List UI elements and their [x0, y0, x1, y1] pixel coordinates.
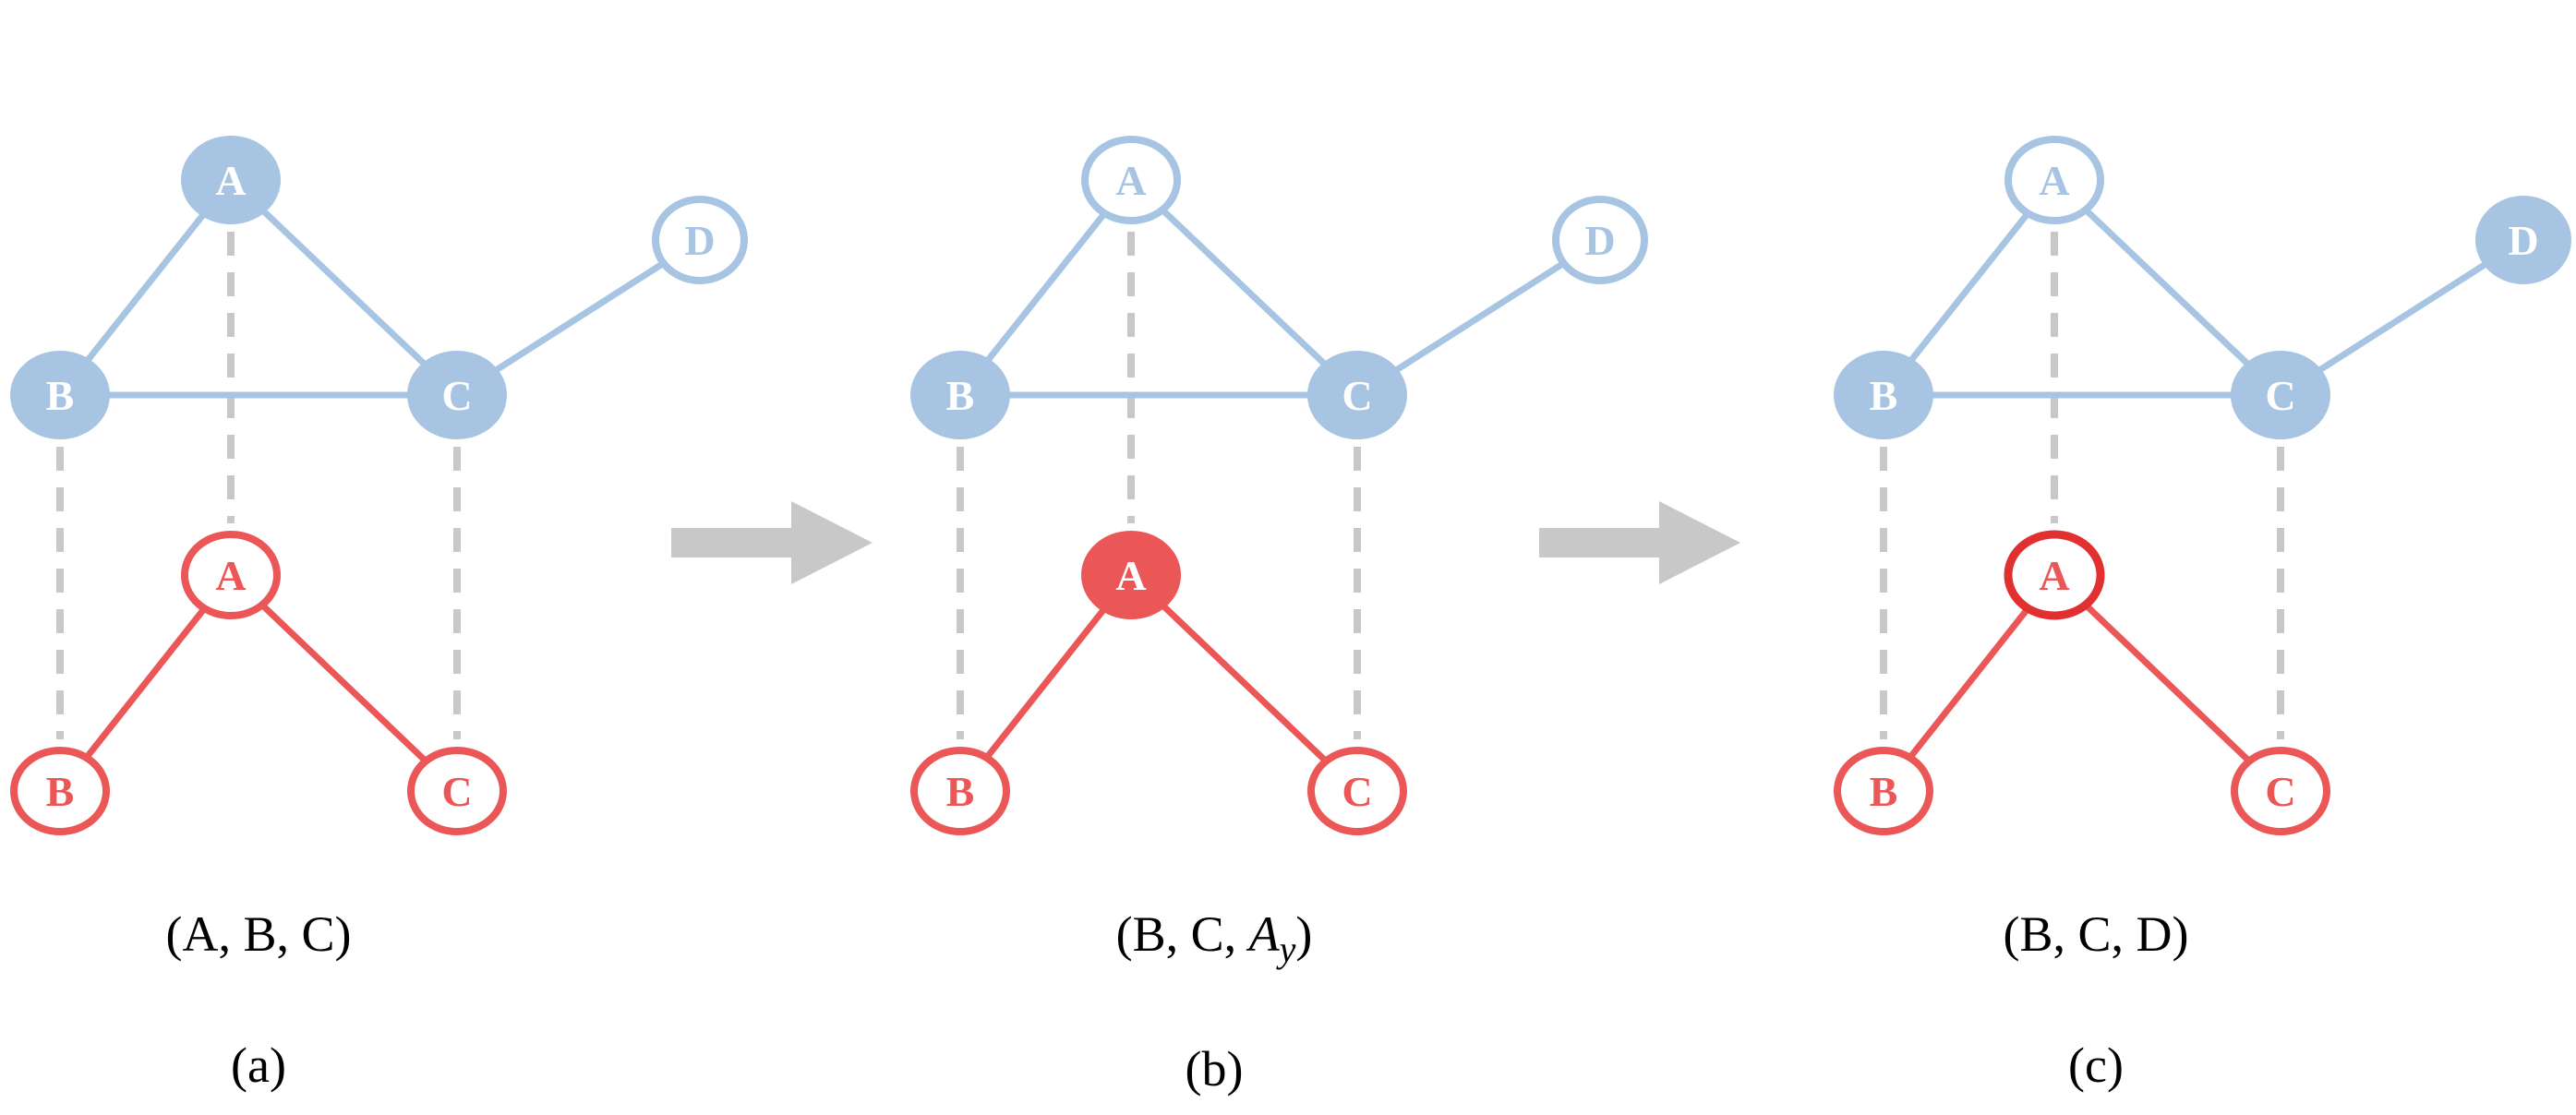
bottom-node-circle-a [1081, 531, 1181, 619]
top-node-label-b: B [946, 372, 975, 419]
top-node-label-c: C [441, 372, 472, 419]
top-node-circle-d [2475, 196, 2571, 284]
top-node-label-b: B [46, 372, 75, 419]
top-node-label-a: A [2039, 157, 2069, 204]
bottom-node-label-c: C [2265, 768, 2295, 815]
top-node-b: B [910, 351, 1010, 439]
bottom-node-label-b: B [946, 768, 975, 815]
top-node-circle-c [1307, 351, 1407, 439]
bottom-node-circle-a [2004, 530, 2105, 620]
top-node-a: A [1081, 136, 1181, 224]
bottom-edge-ac [2052, 572, 2283, 794]
panel-label-c: (c) [2068, 1037, 2124, 1093]
top-node-label-d: D [1584, 217, 1615, 264]
bottom-node-a: A [2004, 530, 2105, 620]
bottom-node-circle-a [181, 531, 281, 619]
top-node-label-c: C [2265, 372, 2295, 419]
bottom-node-b: B [10, 747, 110, 835]
panel-label-b: (b) [1186, 1041, 1244, 1097]
bottom-node-label-a: A [2039, 552, 2069, 599]
sequence-b-sub: y [1276, 929, 1296, 970]
top-node-d: D [2475, 196, 2571, 284]
bottom-node-circle-c [407, 747, 507, 835]
top-node-b: B [1834, 351, 1933, 439]
top-node-label-c: C [1342, 372, 1372, 419]
sequence-b: (B, C, Ay) [1116, 906, 1313, 970]
sequence-c: (B, C, D) [2004, 906, 2189, 962]
bottom-node-label-a: A [215, 552, 246, 599]
bottom-node-circle-b [10, 747, 110, 835]
top-node-label-d: D [2508, 217, 2538, 264]
panel-label-a: (a) [231, 1037, 286, 1093]
top-node-label-d: D [684, 217, 715, 264]
bottom-edge-ac [228, 572, 460, 794]
top-node-d: D [652, 196, 748, 284]
top-node-circle-b [910, 351, 1010, 439]
top-node-circle-b [10, 351, 110, 439]
bottom-node-c: C [1307, 747, 1407, 835]
top-node-circle-a [181, 136, 281, 224]
bottom-node-label-b: B [46, 768, 75, 815]
sequence-b-var: A [1246, 906, 1281, 962]
top-edge-ac [228, 177, 460, 398]
top-node-circle-b [1834, 351, 1933, 439]
bottom-node-c: C [407, 747, 507, 835]
top-node-circle-c [2231, 351, 2330, 439]
bottom-edge-ac [1128, 572, 1360, 794]
bottom-node-label-a: A [1115, 552, 1146, 599]
top-edge-ac [2052, 177, 2283, 398]
bottom-node-label-c: C [1342, 768, 1372, 815]
bottom-node-c: C [2231, 747, 2330, 835]
top-node-circle-c [407, 351, 507, 439]
top-node-circle-a [2004, 136, 2104, 224]
bottom-node-label-b: B [1870, 768, 1898, 815]
panels-layer: A B C D A B C A B C D A B C A B C D A B C [10, 136, 2571, 835]
sequence-b-prefix: (B, C, [1116, 906, 1249, 962]
top-node-b: B [10, 351, 110, 439]
top-node-c: C [407, 351, 507, 439]
arrows-layer [671, 501, 1740, 584]
sequence-b-suffix: ) [1295, 906, 1312, 962]
top-node-a: A [181, 136, 281, 224]
panel-c: A B C D A B C [1834, 136, 2571, 835]
bottom-node-circle-c [1307, 747, 1407, 835]
bottom-node-b: B [1834, 747, 1933, 835]
bottom-node-a: A [1081, 531, 1181, 619]
bottom-node-label-c: C [441, 768, 472, 815]
bottom-node-a: A [181, 531, 281, 619]
panel-b: A B C D A B C [910, 136, 1648, 835]
top-node-label-a: A [1115, 157, 1146, 204]
top-node-circle-a [1081, 136, 1181, 224]
bottom-node-circle-b [1834, 747, 1933, 835]
top-edge-ac [1128, 177, 1360, 398]
sequence-a: (A, B, C) [166, 906, 352, 962]
bottom-node-b: B [910, 747, 1010, 835]
panel-a: A B C D A B C [10, 136, 748, 835]
top-node-d: D [1552, 196, 1648, 284]
top-node-a: A [2004, 136, 2104, 224]
transition-arrow-2 [1539, 501, 1740, 584]
top-node-c: C [1307, 351, 1407, 439]
transition-arrow-1 [671, 501, 873, 584]
top-node-label-b: B [1870, 372, 1898, 419]
bottom-node-circle-c [2231, 747, 2330, 835]
bottom-node-circle-b [910, 747, 1010, 835]
top-node-circle-d [1552, 196, 1648, 284]
top-node-circle-d [652, 196, 748, 284]
top-node-c: C [2231, 351, 2330, 439]
top-node-label-a: A [215, 157, 246, 204]
